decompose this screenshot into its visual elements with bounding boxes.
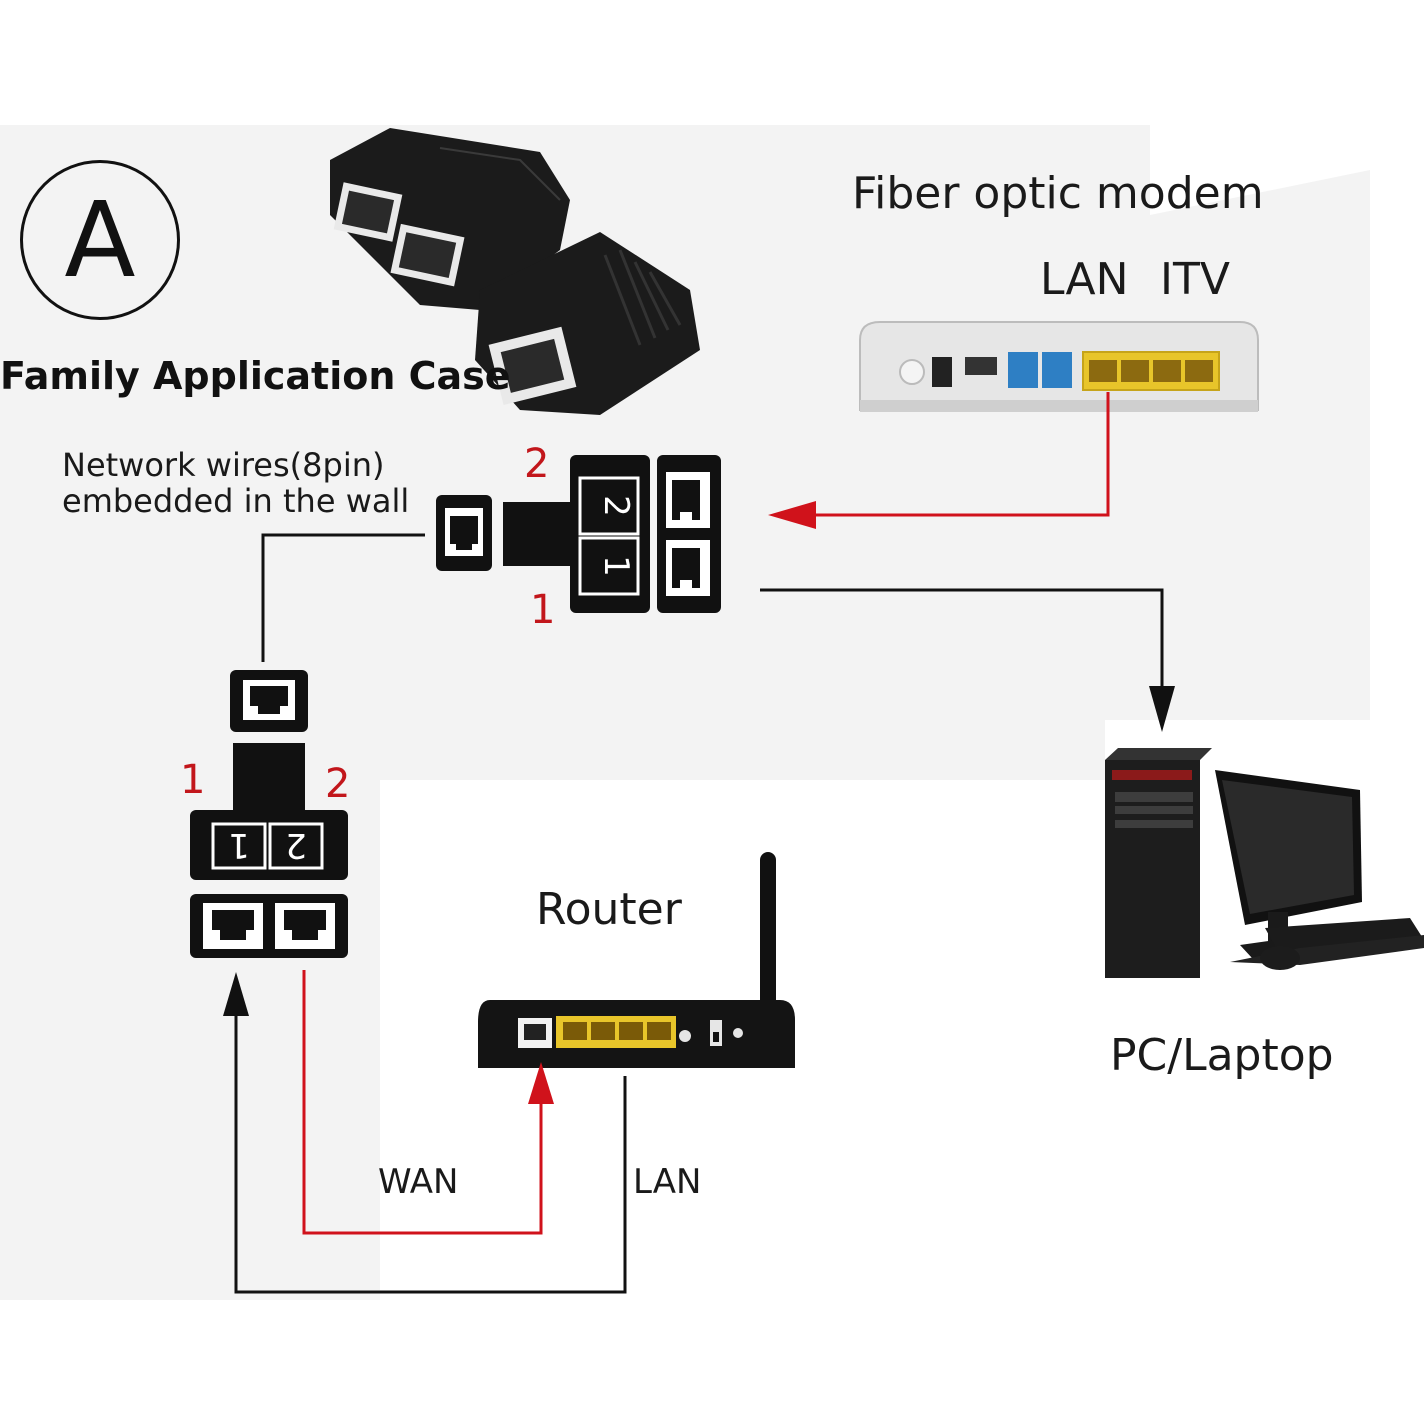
- pc-monitor-icon: [1105, 748, 1424, 978]
- background-panel: [0, 125, 1370, 780]
- splitter-top-port1-label: 1: [530, 587, 556, 633]
- router-title: Router: [536, 884, 682, 935]
- router-device: [478, 852, 795, 1068]
- router-lan-label: LAN: [633, 1162, 702, 1202]
- wan-line: [302, 970, 543, 1235]
- modem-to-splitter-arrowhead: [768, 501, 816, 529]
- modem-to-splitter-line: [780, 392, 1110, 517]
- splitter-left-port2-label: 2: [325, 761, 351, 807]
- case-badge: A: [20, 160, 180, 320]
- lan-line: [234, 1006, 627, 1294]
- coupler-photo: [330, 128, 700, 415]
- svg-text:2: 2: [596, 495, 636, 517]
- modem-itv-label: ITV: [1160, 254, 1230, 305]
- pc-title: PC/Laptop: [1110, 1030, 1334, 1081]
- wan-arrowhead: [528, 1062, 554, 1104]
- wall-jack-icon: [436, 495, 492, 571]
- wall-to-left-splitter-line: [261, 533, 425, 662]
- splitter-top-icon: 2 1: [503, 455, 721, 613]
- lan-arrowhead: [223, 972, 249, 1016]
- modem-title: Fiber optic modem: [852, 168, 1264, 219]
- router-wan-label: WAN: [378, 1162, 459, 1202]
- wall-wires-line1: Network wires(8pin): [62, 446, 385, 484]
- wall-wires-line2: embedded in the wall: [62, 482, 410, 520]
- splitter-left-icon: 1 2: [190, 670, 348, 958]
- modem-lan-label: LAN: [1040, 254, 1129, 305]
- splitter-top-port2-label: 2: [524, 441, 550, 487]
- svg-text:1: 1: [596, 555, 636, 577]
- splitter-left-port1-label: 1: [180, 757, 206, 803]
- splitter-to-pc-line: [760, 588, 1164, 690]
- fiber-modem-device: [859, 321, 1259, 412]
- svg-text:2: 2: [285, 825, 307, 865]
- case-title: Family Application Case: [0, 354, 511, 398]
- svg-text:1: 1: [228, 825, 250, 865]
- splitter-to-pc-arrowhead: [1149, 686, 1175, 732]
